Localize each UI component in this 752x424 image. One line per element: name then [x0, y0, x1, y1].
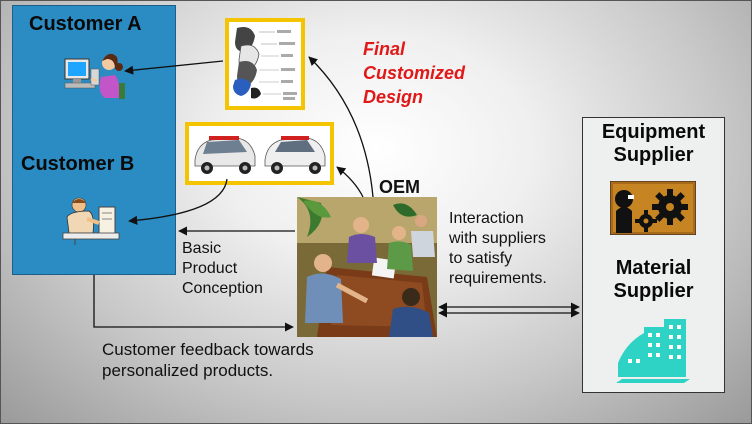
final-design-line: Final [363, 39, 406, 59]
conception-line: Conception [182, 280, 263, 297]
design-to-customer-a-arrow [124, 60, 224, 75]
interaction-note: Interaction with suppliers to satisfy re… [449, 209, 547, 289]
person-at-computer-icon [64, 53, 125, 99]
person-at-desk-icon [62, 197, 120, 245]
feedback-arrow [93, 275, 294, 332]
feedback-note: Customer feedback towards personalized p… [102, 339, 314, 381]
material-supplier-line: Material [615, 257, 692, 279]
oem-meeting-icon [297, 197, 437, 337]
conception-note: Basic Product Conception [182, 239, 263, 299]
material-supplier-label: Material Supplier [582, 257, 725, 303]
oem-to-design-arrow [308, 56, 374, 198]
interaction-line: Interaction [449, 210, 524, 227]
final-design-note: Final Customized Design [363, 37, 465, 109]
final-design-line: Design [363, 87, 424, 107]
interaction-line: requirements. [449, 270, 547, 287]
factory-building-icon [616, 319, 690, 383]
customer-a-label: Customer A [29, 13, 142, 35]
customer-panel [12, 5, 176, 275]
customer-b-label: Customer B [21, 153, 135, 175]
equipment-supplier-line: Supplier [613, 144, 694, 166]
conception-line: Basic [182, 240, 222, 257]
material-supplier-line: Supplier [613, 280, 694, 302]
feedback-line: Customer feedback towards [102, 340, 314, 359]
equipment-supplier-label: Equipment Supplier [582, 121, 725, 167]
insole-design-icon [233, 27, 297, 100]
oem-to-cars-arrow [336, 166, 364, 198]
feedback-line: personalized products. [102, 361, 274, 380]
final-design-line: Customized [363, 63, 466, 83]
equipment-gears-icon [610, 181, 696, 235]
oem-label: OEM [379, 177, 421, 197]
interaction-line: to satisfy [449, 250, 513, 267]
equipment-supplier-line: Equipment [601, 121, 706, 143]
cars-to-customer-b-arrow [128, 178, 228, 225]
car-models-icon [194, 136, 326, 174]
interaction-line: with suppliers [449, 230, 546, 247]
conception-line: Product [182, 260, 238, 277]
